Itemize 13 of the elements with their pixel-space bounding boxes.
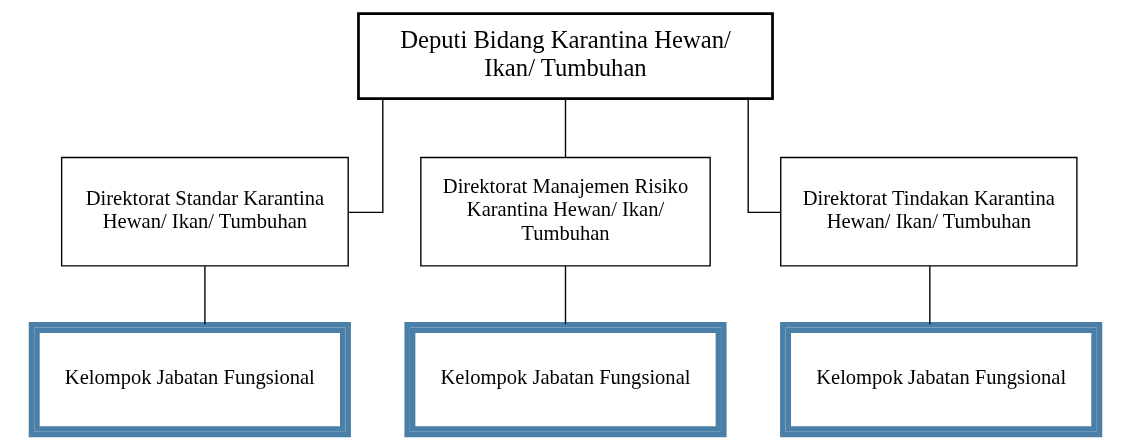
connector xyxy=(747,98,781,214)
node-box: Direktorat Standar Karantina Hewan/ Ikan/ Tumbuhan xyxy=(60,156,349,267)
connector xyxy=(347,98,383,214)
connector xyxy=(564,97,566,159)
node-box: Direktorat Manajemen Risiko Karantina Hewan/ Ikan/ Tumbuhan xyxy=(419,156,711,267)
node-box: Kelompok Jabatan Fungsional xyxy=(403,322,727,438)
node-box: Direktorat Tindakan Karantina Hewan/ Ikan/ Tumbuhan xyxy=(779,156,1078,267)
connector xyxy=(564,265,566,325)
node-box: Deputi Bidang Karantina Hewan/ Ikan/ Tumbuhan xyxy=(356,12,774,100)
connector xyxy=(928,265,931,325)
node-box: Kelompok Jabatan Fungsional xyxy=(28,322,351,438)
connector xyxy=(203,265,206,325)
node-box: Kelompok Jabatan Fungsional xyxy=(779,322,1102,438)
